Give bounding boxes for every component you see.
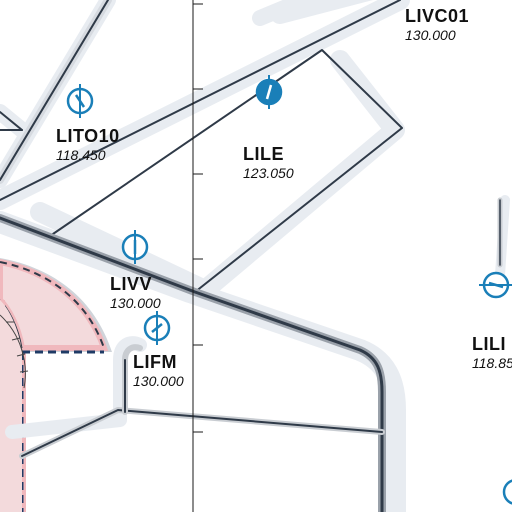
vor-navaid-icon[interactable]: [117, 229, 153, 265]
vor-navaid-icon[interactable]: [251, 74, 287, 110]
sector-frequency: 130.000: [405, 27, 456, 43]
vor-navaid-icon[interactable]: [139, 310, 175, 346]
sector-frequency: 118.85: [472, 355, 512, 371]
sector-label-livc01[interactable]: LIVC01 130.000: [405, 7, 469, 42]
sector-frequency: 118.450: [56, 147, 106, 163]
sector-label-livv[interactable]: LIVV 130.000: [110, 275, 161, 310]
sector-label-lifm[interactable]: LIFM 130.000: [133, 353, 184, 388]
sector-code: LILE: [243, 144, 284, 164]
sector-label-lile[interactable]: LILE 123.050: [243, 145, 294, 180]
vor-navaid-icon[interactable]: [498, 474, 512, 510]
vor-navaid-icon[interactable]: [62, 83, 98, 119]
restricted-area: [0, 258, 112, 512]
sector-frequency: 130.000: [133, 373, 184, 389]
sector-frequency: 130.000: [110, 295, 161, 311]
meridian-line: [192, 0, 203, 512]
sector-code: LITO10: [56, 126, 120, 146]
sector-label-lili[interactable]: LILI 118.85: [472, 335, 512, 370]
sector-code: LIFM: [133, 352, 177, 372]
sector-code: LILI: [472, 334, 506, 354]
sector-code: LIVV: [110, 274, 153, 294]
sector-code: LIVC01: [405, 6, 470, 26]
sector-frequency: 123.050: [243, 165, 294, 181]
vor-navaid-icon[interactable]: [478, 267, 512, 303]
sector-label-lito10[interactable]: LITO10 118.450: [56, 127, 120, 162]
